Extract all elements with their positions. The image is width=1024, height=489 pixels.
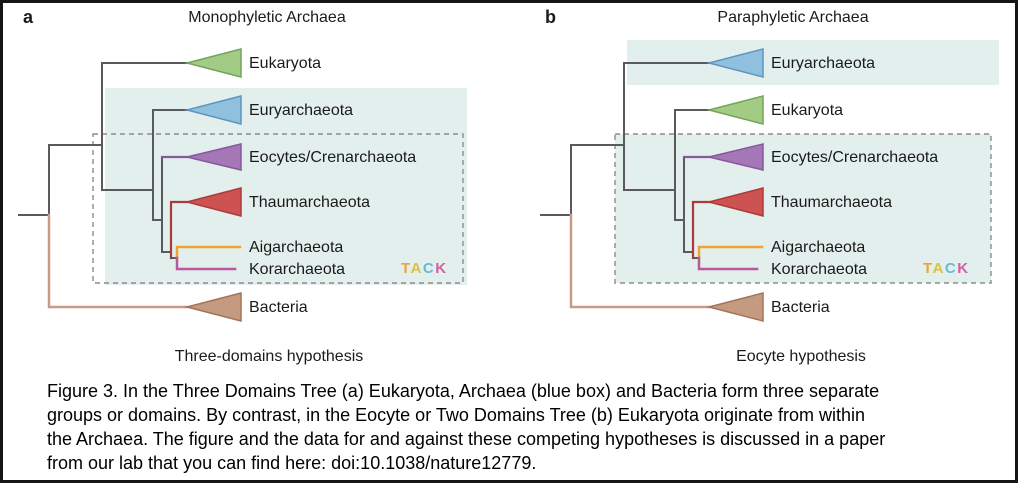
thaumarchaeota-clade-triangle [706, 187, 764, 217]
korarchaeota-branch-line [175, 256, 237, 271]
bacteria-branch-line [569, 213, 711, 309]
bacteria-clade-triangle [706, 292, 764, 322]
taxon-label-thaumarchaeota: Thaumarchaeota [249, 194, 370, 211]
euryarchaeota-clade-triangle [706, 48, 764, 78]
panel-letter-b: b [545, 7, 556, 27]
tack-letter-a: A [933, 260, 945, 277]
phylogeny-panel-a: a Monophyletic Archaea Eukaryota Euryarc… [18, 7, 467, 365]
taxon-label-eukaryota: Eukaryota [771, 102, 843, 119]
tree-branches-b [540, 62, 764, 309]
figure-caption: Figure 3. In the Three Domains Tree (a) … [47, 379, 885, 475]
euryarchaeota-branch-line [623, 62, 710, 191]
bacteria-branch-line [47, 213, 189, 309]
tree-branches-a [18, 62, 242, 309]
tack-letter-t: T [923, 260, 933, 277]
taxon-label-thaumarchaeota: Thaumarchaeota [771, 194, 892, 211]
tack-letter-k: K [957, 260, 969, 277]
hypothesis-label-b: Eocyte hypothesis [736, 348, 866, 365]
tack-letter-k: K [435, 260, 447, 277]
taxon-label-eocytes: Eocytes/Crenarchaeota [249, 149, 416, 166]
panel-letter-a: a [23, 7, 34, 27]
taxon-label-korarchaeota: Korarchaeota [771, 261, 867, 278]
korarchaeota-branch-line [697, 256, 759, 271]
tack-letter-c: C [945, 260, 957, 277]
thaumarchaeota-branch-line [169, 200, 191, 260]
taxon-label-korarchaeota: Korarchaeota [249, 261, 345, 278]
hypothesis-label-a: Three-domains hypothesis [175, 348, 364, 365]
tack-dashed-box [92, 133, 464, 284]
taxon-label-aigarchaeota: Aigarchaeota [249, 239, 343, 256]
caption-line-3: the Archaea. The figure and the data for… [47, 429, 886, 449]
taxon-label-euryarchaeota: Euryarchaeota [249, 102, 353, 119]
tack-letter-a: A [411, 260, 423, 277]
thaumarchaeota-clade-triangle [184, 187, 242, 217]
eukaryota-branch-line [101, 62, 188, 191]
panel-title-a: Monophyletic Archaea [188, 9, 346, 26]
caption-line-1: Figure 3. In the Three Domains Tree (a) … [47, 381, 880, 401]
taxon-label-eocytes: Eocytes/Crenarchaeota [771, 149, 938, 166]
taxon-label-eukaryota: Eukaryota [249, 55, 321, 72]
tack-shaded-dashed-box [614, 133, 992, 284]
euryarchaeota-branch-line [152, 109, 188, 221]
root-upper-line [570, 144, 625, 216]
eukaryota-clade-triangle [184, 48, 242, 78]
taxon-label-bacteria: Bacteria [771, 299, 830, 316]
thaumarchaeota-branch-line [691, 200, 713, 260]
caption-line-4: from our lab that you can find here: doi… [47, 453, 537, 473]
root-upper-line [48, 144, 103, 216]
taxon-label-bacteria: Bacteria [249, 299, 308, 316]
tack-letter-t: T [401, 260, 411, 277]
tack-label: TACK [923, 260, 970, 277]
aigarchaeota-branch-line [175, 245, 242, 260]
tack-label: TACK [401, 260, 448, 277]
tack-letter-c: C [423, 260, 435, 277]
bacteria-clade-triangle [184, 292, 242, 322]
caption-line-2: groups or domains. By contrast, in the E… [47, 405, 866, 425]
phylogeny-panel-b: b Paraphyletic Archaea Euryarchaeota Euk… [540, 7, 999, 365]
eukaryota-branch-line [674, 109, 710, 221]
taxon-label-euryarchaeota: Euryarchaeota [771, 55, 875, 72]
eukaryota-clade-triangle [706, 95, 764, 125]
euryarchaeota-clade-triangle [184, 95, 242, 125]
taxon-label-aigarchaeota: Aigarchaeota [771, 239, 865, 256]
panel-title-b: Paraphyletic Archaea [717, 9, 868, 26]
aigarchaeota-branch-line [697, 245, 764, 260]
eocytes-clade-triangle [708, 143, 764, 171]
eocytes-clade-triangle [186, 143, 242, 171]
